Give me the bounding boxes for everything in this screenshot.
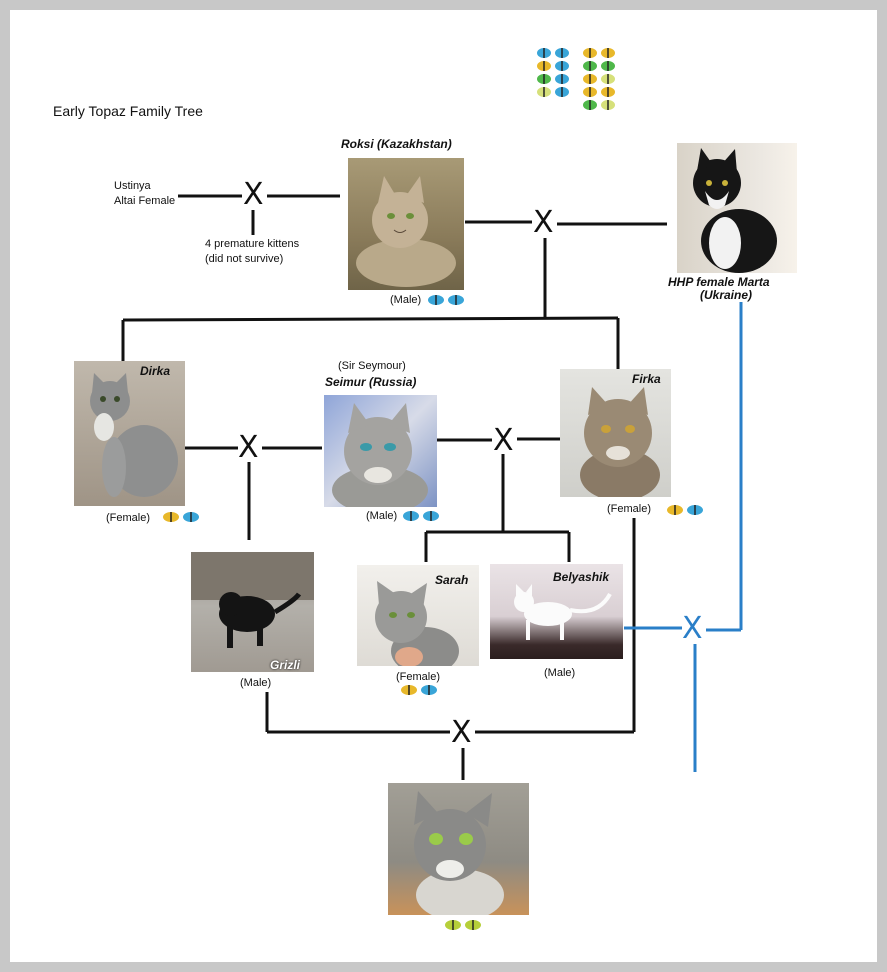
mating-cross-icon: X (493, 423, 514, 458)
seimur-eye-badge-icon (403, 511, 439, 521)
kitten-eye-badge-icon (445, 920, 481, 930)
cat-icon (90, 373, 178, 497)
eye-color-legend (534, 45, 624, 120)
eye-pair-icon (583, 61, 615, 71)
cat-icon (514, 584, 612, 640)
cat-icon (375, 581, 459, 666)
seimur-name: Seimur (Russia) (325, 375, 417, 389)
seimur-photo (324, 395, 437, 507)
grizli-photo (191, 552, 314, 672)
seimur-alias: (Sir Seymour) (338, 360, 406, 372)
premature-label-line1: 4 premature kittens (205, 238, 300, 250)
ustinya-label-line1: Ustinya (114, 180, 151, 192)
cat-icon (191, 552, 314, 648)
roksi-photo (348, 158, 464, 290)
firka-eye-badge-icon (667, 505, 703, 515)
grizli-sex: (Male) (240, 677, 272, 689)
marta-name-line1: HHP female Marta (668, 275, 770, 289)
mating-cross-icon: X (682, 611, 703, 646)
mating-cross-icon: X (533, 205, 554, 240)
roksi-eye-badge-icon (428, 295, 464, 305)
cat-icon (356, 176, 456, 287)
marta-photo (677, 143, 797, 273)
page-title: Early Topaz Family Tree (53, 103, 203, 119)
eye-legend-icons (537, 48, 615, 110)
firka-name: Firka (632, 372, 661, 386)
eye-pair-icon (537, 74, 569, 84)
mating-cross-icon: X (243, 177, 264, 212)
cat-icon (332, 403, 428, 507)
grizli-name: Grizli (270, 658, 301, 672)
cat-icon (414, 791, 504, 915)
firka-sex: (Female) (607, 503, 652, 515)
dirka-eye-badge-icon (163, 512, 199, 522)
dirka-name: Dirka (140, 364, 171, 378)
seimur-sex: (Male) (366, 510, 398, 522)
roksi-sex: (Male) (390, 294, 422, 306)
roksi-name: Roksi (Kazakhstan) (341, 137, 452, 151)
eye-pair-icon (583, 100, 615, 110)
marta-name-line2: (Ukraine) (700, 288, 753, 302)
connector-lines (121, 194, 743, 780)
kitten-photo (388, 783, 529, 915)
dirka-sex: (Female) (106, 512, 151, 524)
eye-pair-icon (537, 87, 569, 97)
premature-label-line2: (did not survive) (205, 253, 284, 265)
sarah-eye-badge-icon (401, 685, 437, 695)
mating-cross-icon: X (238, 430, 259, 465)
belyashik-name: Belyashik (553, 570, 610, 584)
sarah-sex: (Female) (396, 671, 441, 683)
sarah-photo (357, 565, 479, 666)
dirka-photo (74, 361, 185, 506)
belyashik-photo (490, 564, 623, 659)
sarah-name: Sarah (435, 573, 469, 587)
belyashik-sex: (Male) (544, 667, 576, 679)
firka-photo (560, 369, 671, 497)
cat-icon (580, 387, 660, 497)
eye-pair-icon (537, 48, 569, 58)
ustinya-label-line2: Altai Female (114, 195, 176, 207)
eye-pair-icon (583, 87, 615, 97)
family-tree-canvas: Early Topaz Family Tree (10, 10, 877, 962)
cat-icon (693, 148, 777, 273)
eye-pair-icon (537, 61, 569, 71)
mating-cross-icon: X (451, 715, 472, 750)
eye-pair-icon (583, 74, 615, 84)
eye-pair-icon (583, 48, 615, 58)
children-bar (122, 316, 619, 322)
